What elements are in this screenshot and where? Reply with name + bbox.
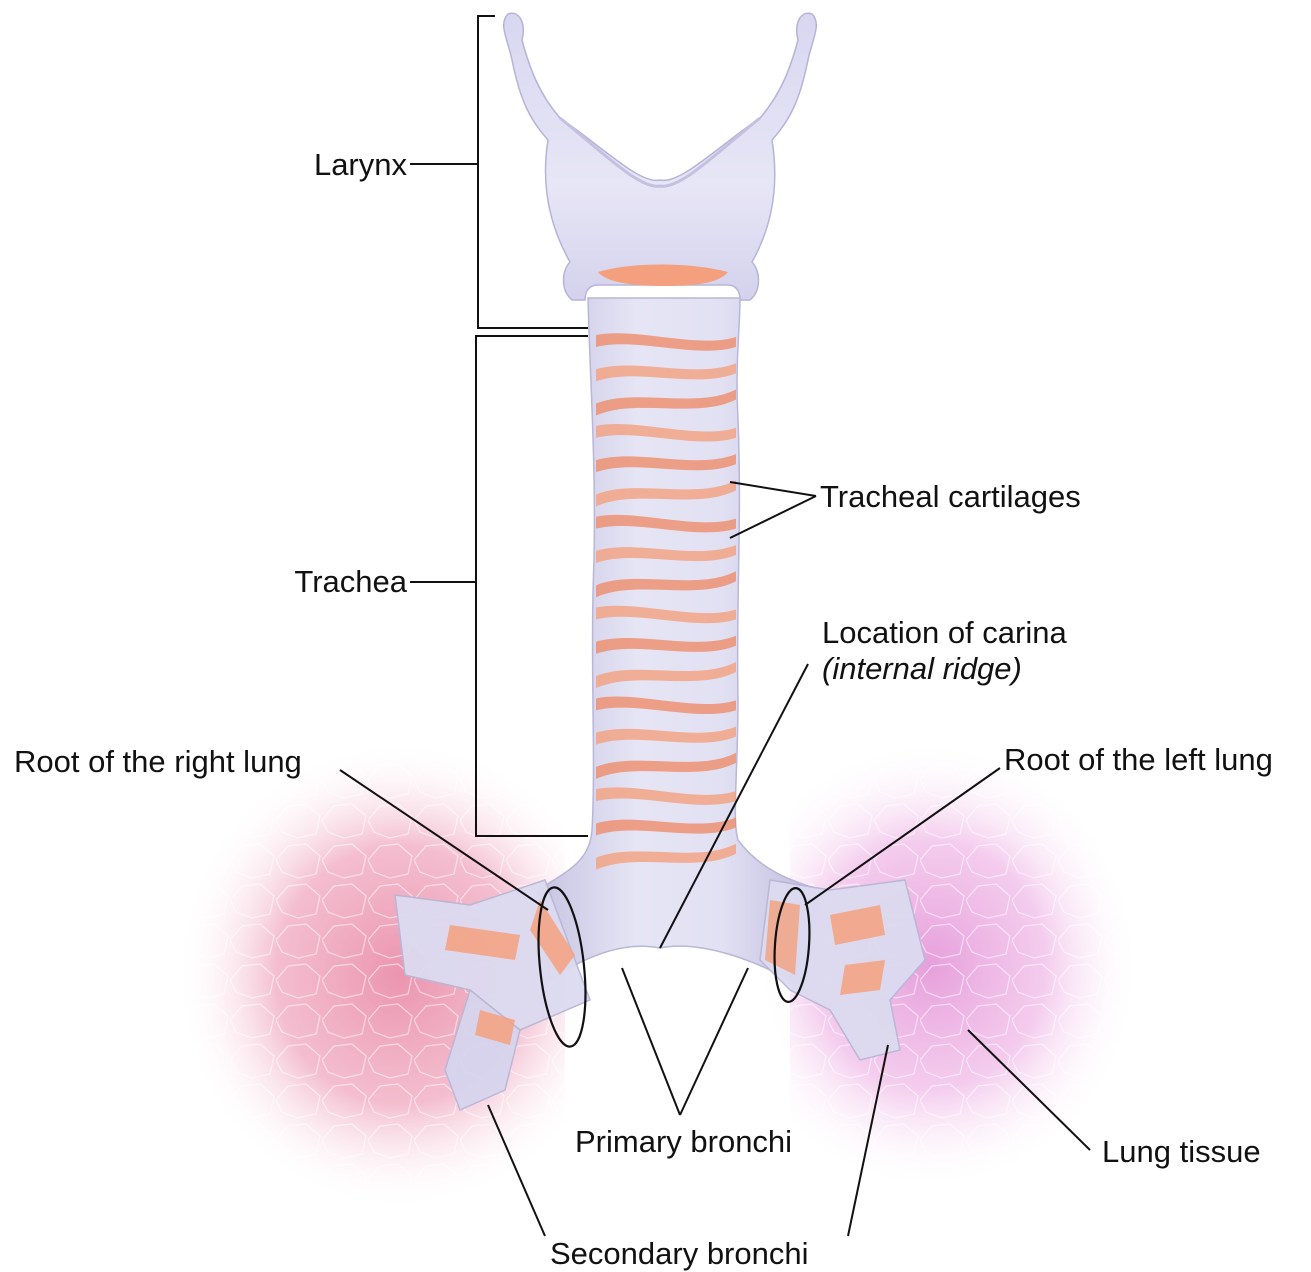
label-secondary-bronchi: Secondary bronchi <box>550 1236 809 1271</box>
label-trachea: Trachea <box>294 564 407 599</box>
label-larynx: Larynx <box>314 147 408 182</box>
label-primary-bronchi: Primary bronchi <box>575 1124 792 1159</box>
label-carina-note: (internal ridge) <box>822 651 1022 686</box>
label-root-right-lung: Root of the right lung <box>14 744 302 779</box>
label-root-left-lung: Root of the left lung <box>1004 742 1273 777</box>
label-lung-tissue: Lung tissue <box>1102 1134 1261 1169</box>
larynx-structure <box>504 13 817 300</box>
label-carina: Location of carina <box>822 615 1067 650</box>
label-tracheal-cartilages: Tracheal cartilages <box>820 479 1081 514</box>
